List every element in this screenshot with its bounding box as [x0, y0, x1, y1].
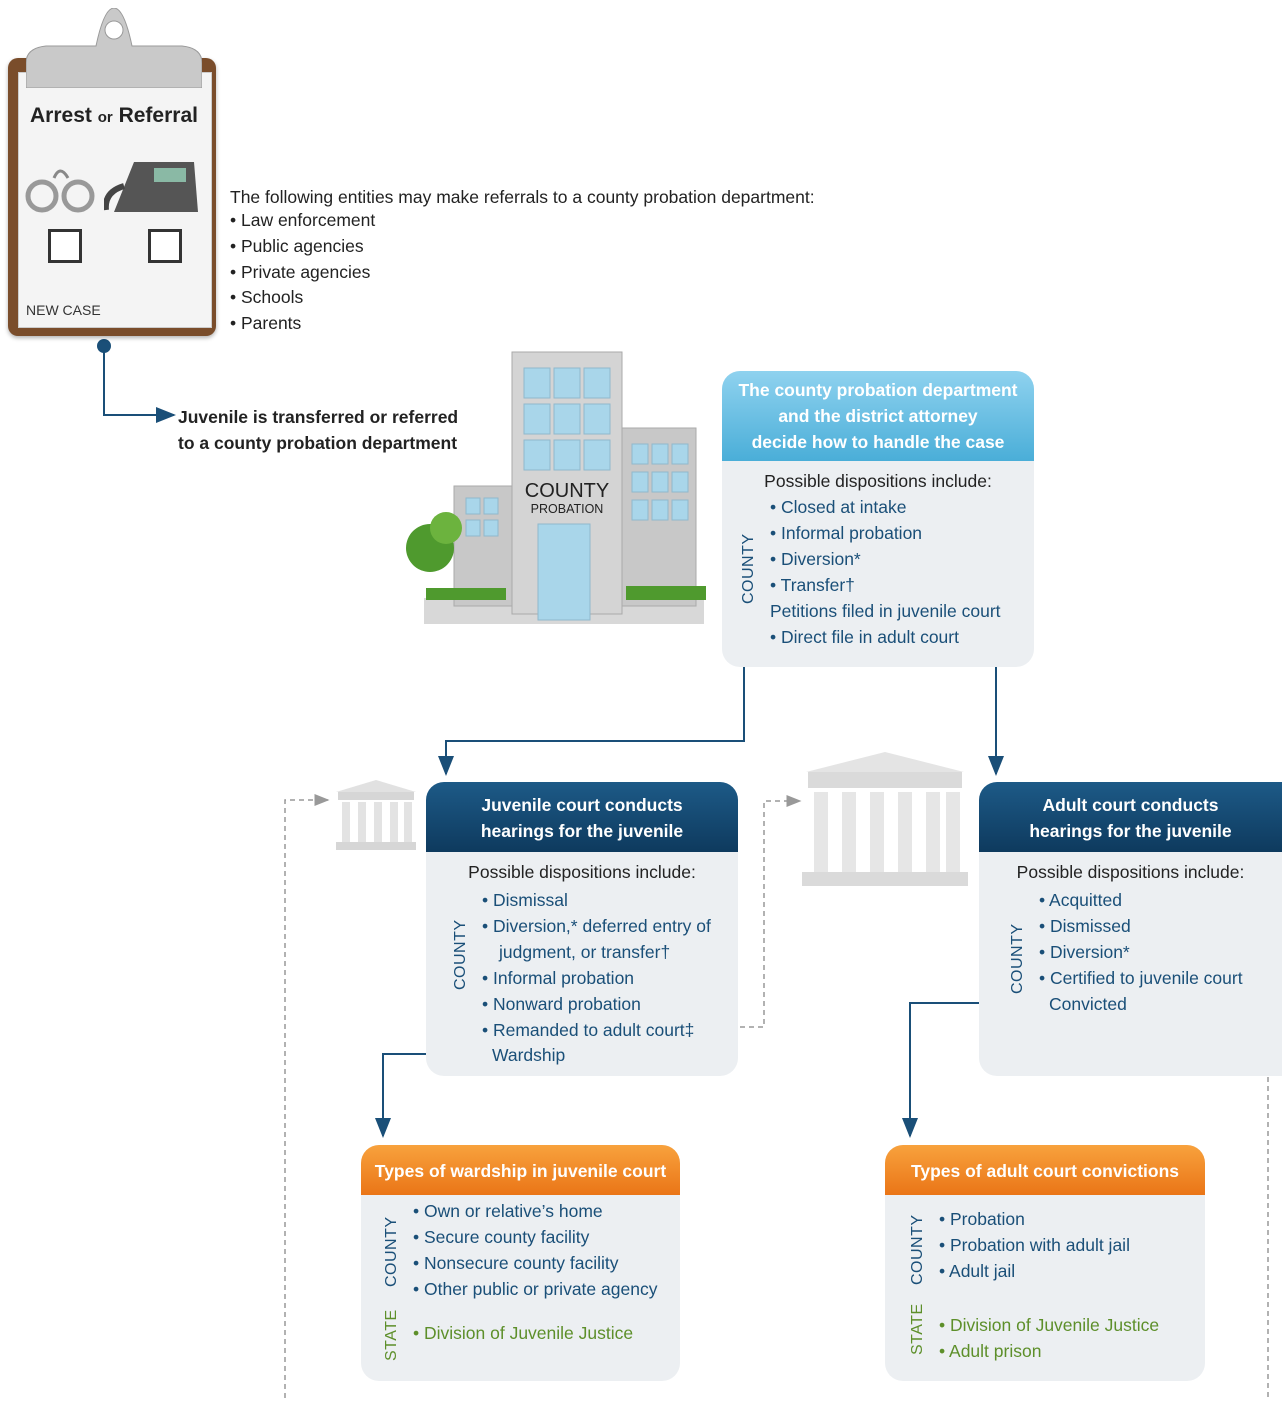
juvenile-court-header: Juvenile court conducts hearings for the…: [426, 782, 738, 852]
list-item: Convicted: [1049, 993, 1127, 1014]
arrow-clipboard-to-probation: [97, 339, 176, 423]
adult-court-sub: Possible dispositions include:: [1016, 862, 1245, 882]
list-item: • Direct file in adult court: [770, 626, 959, 647]
list-item: • Schools: [230, 287, 304, 308]
list-item: • Adult jail: [939, 1260, 1016, 1281]
probation-panel: The county probation department and the …: [722, 371, 1034, 667]
probation-items: • Closed at intake • Informal probation …: [770, 495, 1001, 650]
juvenile-court-panel: Juvenile court conducts hearings for the…: [426, 782, 738, 1076]
list-item: • Nonward probation: [482, 993, 641, 1014]
clipboard-title: Arrest or Referral: [30, 104, 198, 127]
referral-list: • Law enforcement • Public agencies • Pr…: [230, 208, 375, 337]
list-item: • Public agencies: [230, 235, 364, 256]
wardship-county-items: • Own or relative’s home • Secure county…: [413, 1199, 657, 1303]
list-item: • Own or relative’s home: [413, 1201, 603, 1221]
clipboard-clip-icon: [26, 8, 202, 88]
list-item: • Diversion*: [1039, 941, 1130, 962]
list-item: • Dismissed: [1039, 915, 1131, 936]
list-item: • Adult prison: [939, 1340, 1042, 1361]
list-item: • Secure county facility: [413, 1226, 590, 1247]
level-label-state: STATE: [383, 1309, 400, 1361]
list-item: • Parents: [230, 313, 302, 334]
probation-panel-sub: Possible dispositions include:: [764, 471, 992, 491]
level-label-county: COUNTY: [740, 533, 757, 604]
adult-conviction-types-panel: Types of adult court convictions COUNTY …: [885, 1145, 1205, 1381]
list-item: • Other public or private agency: [413, 1278, 658, 1299]
list-item: Wardship: [492, 1045, 566, 1066]
list-item: • Informal probation: [770, 522, 923, 543]
wardship-types-header: Types of wardship in juvenile court: [361, 1145, 680, 1195]
checkbox-arrest: [48, 229, 82, 263]
list-item: • Division of Juvenile Justice: [413, 1323, 634, 1343]
list-item: • Transfer†: [770, 574, 855, 595]
handcuffs-icon: [25, 169, 95, 213]
transfer-label: Juvenile is transferred or referred to a…: [178, 407, 459, 453]
courthouse-small-icon: [336, 780, 416, 850]
list-item: • Law enforcement: [230, 210, 376, 230]
dashed-remand-to-adult: [722, 795, 802, 1028]
building-sign-main: COUNTY: [524, 480, 610, 502]
referral-intro: The following entities may make referral…: [230, 187, 815, 207]
adult-court-header: Adult court conducts hearings for the ju…: [979, 782, 1282, 852]
list-item: Petitions filed in juvenile court: [770, 600, 1001, 621]
list-item: • Division of Juvenile Justice: [939, 1315, 1160, 1335]
checkbox-referral: [148, 229, 182, 263]
list-item: • Nonsecure county facility: [413, 1252, 619, 1273]
juvenile-court-sub: Possible dispositions include:: [468, 862, 696, 882]
list-item: • Probation with adult jail: [939, 1234, 1130, 1255]
level-label-county: COUNTY: [383, 1216, 400, 1287]
level-label-county: COUNTY: [1009, 923, 1026, 994]
adult-conviction-types-header: Types of adult court convictions: [885, 1145, 1205, 1195]
list-item: judgment, or transfer†: [499, 941, 671, 962]
list-item: • Diversion,* deferred entry of: [482, 915, 711, 936]
clipboard-footer: NEW CASE: [26, 302, 101, 318]
wardship-state-items: • Division of Juvenile Justice: [413, 1321, 633, 1347]
level-label-county: COUNTY: [452, 919, 469, 990]
list-item: • Acquitted: [1039, 890, 1122, 910]
level-label-county: COUNTY: [909, 1214, 926, 1285]
adult-items: • Acquitted • Dismissed • Diversion* • C…: [1039, 888, 1243, 1018]
list-item: • Private agencies: [230, 261, 371, 282]
probation-building-icon: [406, 351, 706, 624]
conviction-state-items: • Division of Juvenile Justice • Adult p…: [939, 1313, 1159, 1365]
wardship-types-panel: Types of wardship in juvenile court COUN…: [361, 1145, 680, 1381]
juvenile-items: • Dismissal • Diversion,* deferred entry…: [482, 888, 711, 1069]
list-item: • Closed at intake: [770, 497, 907, 517]
list-item: • Probation: [939, 1209, 1025, 1229]
list-item: • Remanded to adult court‡: [482, 1019, 695, 1040]
list-item: • Dismissal: [482, 890, 568, 910]
building-sign-sub: PROBATION: [530, 502, 604, 516]
list-item: • Certified to juvenile court: [1039, 967, 1243, 988]
telephone-icon: [104, 162, 198, 212]
courthouse-large-icon: [802, 752, 968, 886]
list-item: • Informal probation: [482, 967, 635, 988]
conviction-county-items: • Probation • Probation with adult jail …: [939, 1207, 1130, 1285]
level-label-state: STATE: [909, 1303, 926, 1355]
list-item: • Diversion*: [770, 548, 861, 569]
adult-court-panel: Adult court conducts hearings for the ju…: [979, 782, 1282, 1076]
probation-panel-header: The county probation department and the …: [722, 371, 1034, 461]
